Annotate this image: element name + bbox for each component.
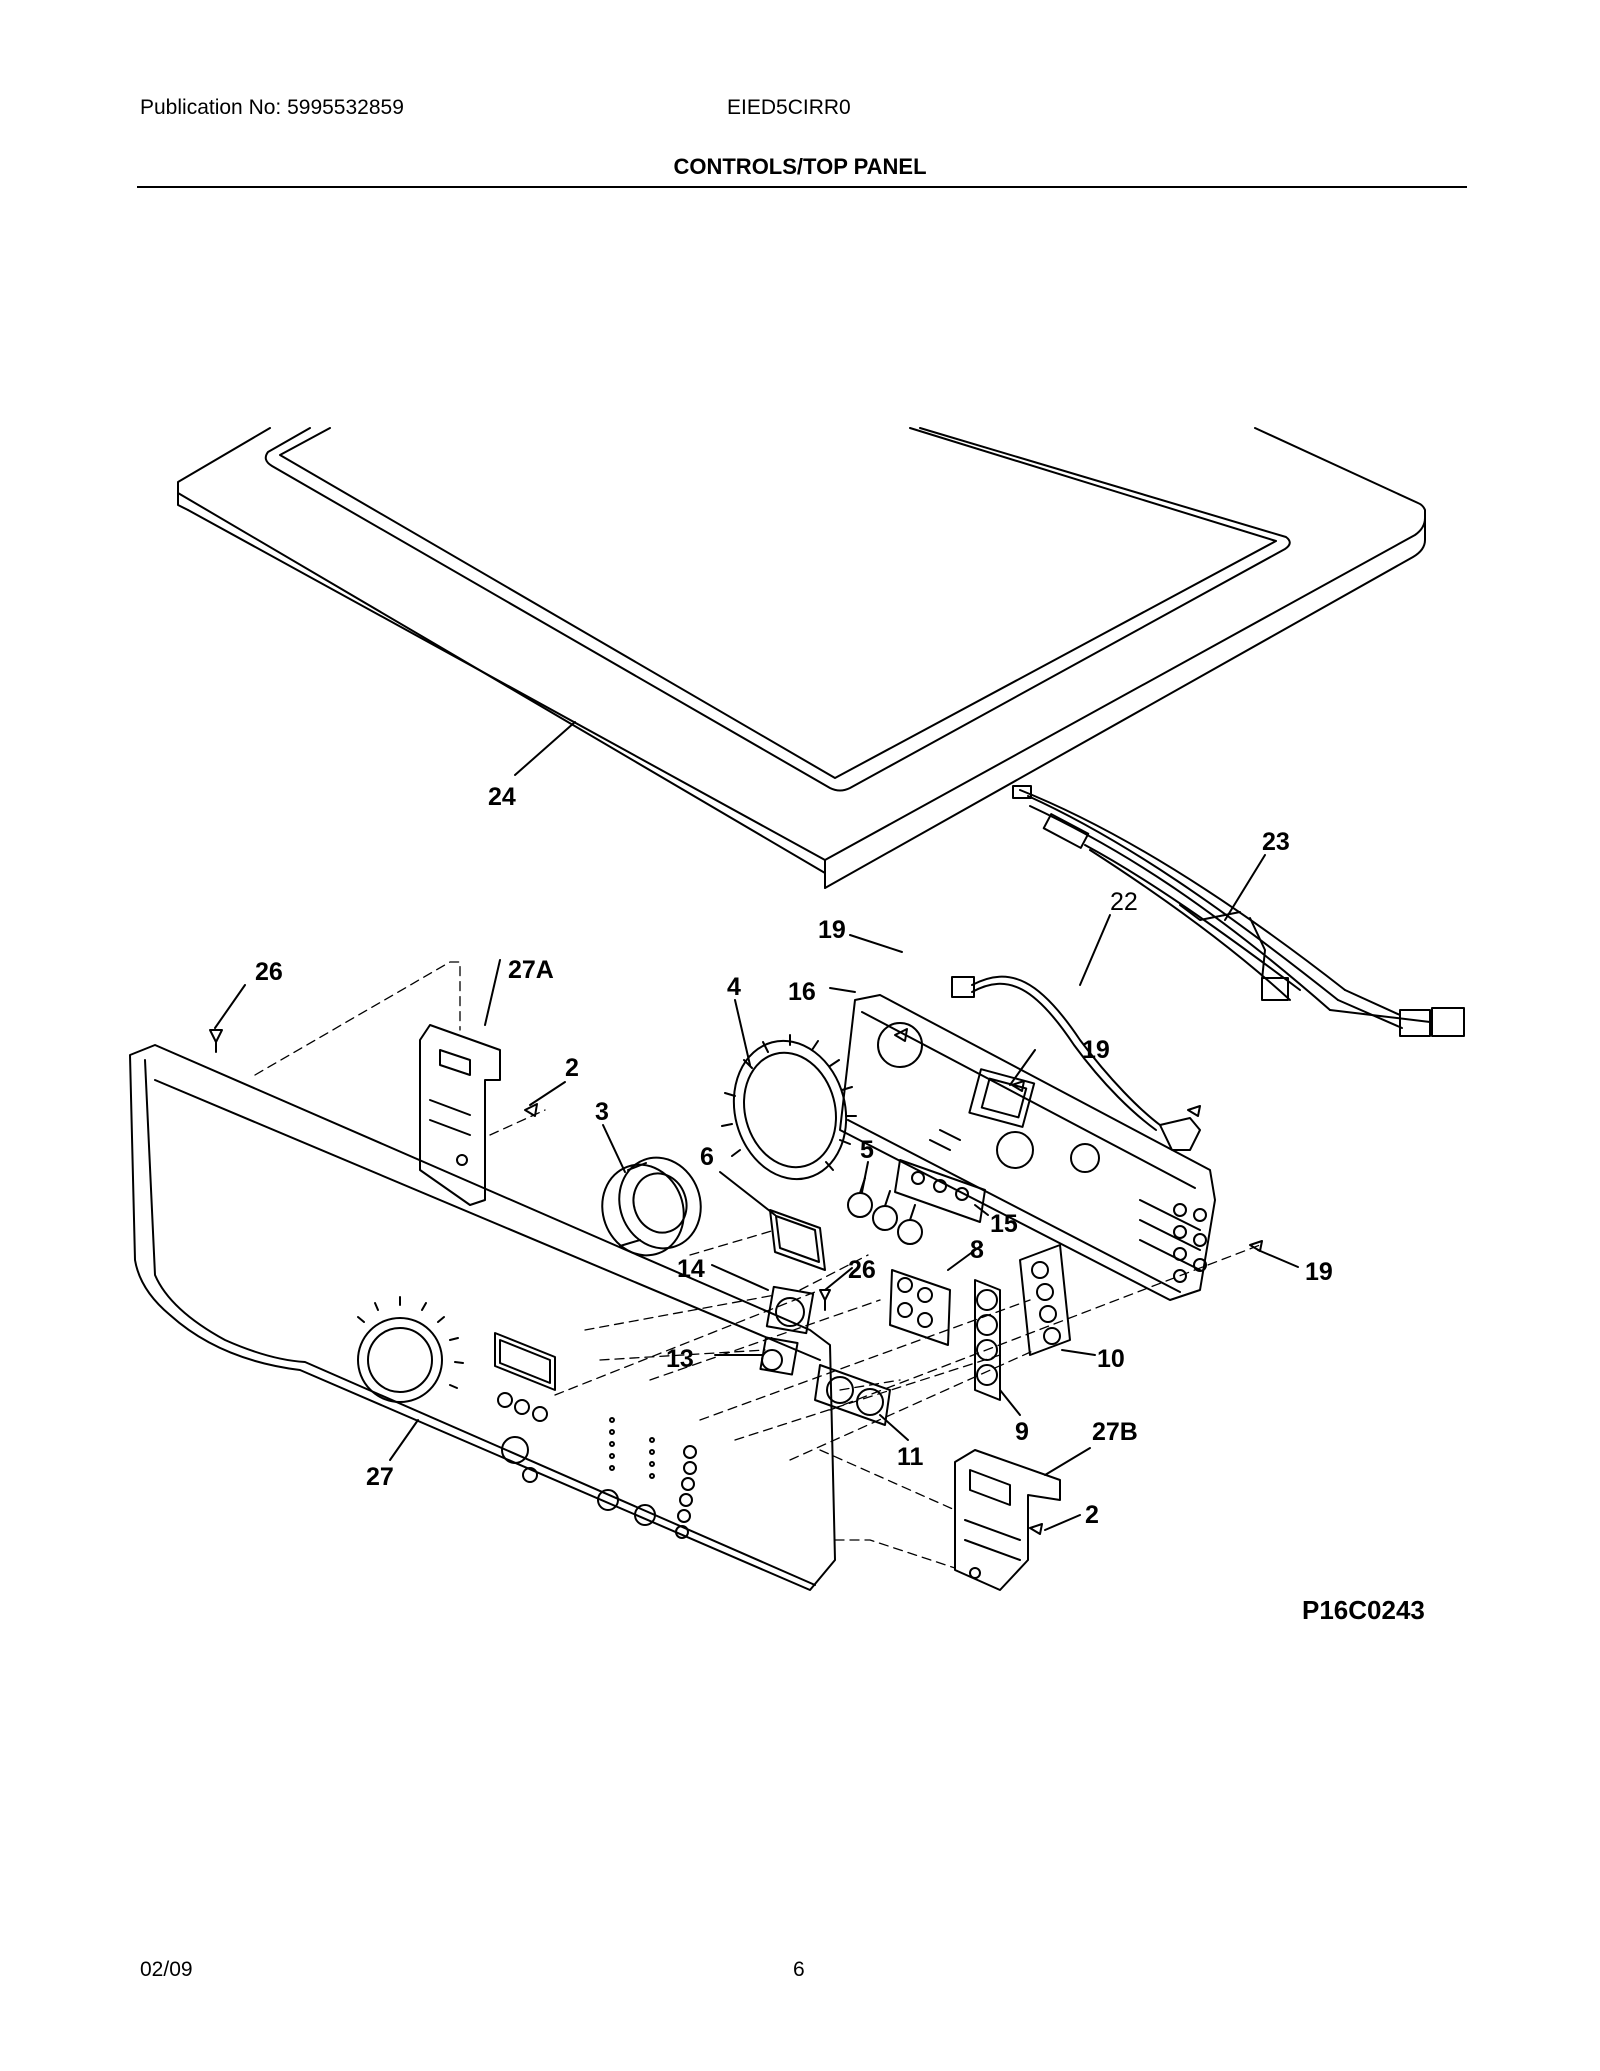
callout-2-bottom: 2 bbox=[1085, 1501, 1099, 1529]
callout-23: 23 bbox=[1262, 828, 1290, 856]
wire-lead bbox=[951, 975, 1201, 1151]
callout-10: 10 bbox=[1097, 1345, 1125, 1373]
callout-labels: 24 23 22 19 16 26 27A 19 4 2 3 6 5 15 8 … bbox=[255, 783, 1333, 1529]
callout-26-left: 26 bbox=[255, 958, 283, 986]
bracket-27a bbox=[419, 1024, 501, 1206]
assembly-lines bbox=[254, 961, 1261, 1569]
callout-24: 24 bbox=[488, 783, 516, 811]
callout-15: 15 bbox=[990, 1210, 1018, 1238]
page-title: CONTROLS/TOP PANEL bbox=[673, 154, 927, 179]
control-board bbox=[839, 994, 1216, 1301]
switch-part-13 bbox=[759, 1336, 799, 1376]
bracket-27b bbox=[954, 1449, 1061, 1591]
button-strip bbox=[894, 1159, 986, 1223]
callout-4: 4 bbox=[727, 973, 741, 1001]
callout-27a: 27A bbox=[508, 956, 554, 984]
callout-19-right: 19 bbox=[1305, 1258, 1333, 1286]
display-lens bbox=[769, 1209, 826, 1271]
button-panel bbox=[1019, 1244, 1071, 1356]
footer-date: 02/09 bbox=[140, 1958, 193, 1981]
callout-16: 16 bbox=[788, 978, 816, 1006]
button-part-8 bbox=[889, 1269, 951, 1346]
publication-number: Publication No: 5995532859 bbox=[140, 96, 404, 119]
callout-19-mid: 19 bbox=[1082, 1036, 1110, 1064]
callout-14: 14 bbox=[677, 1255, 705, 1283]
top-panel bbox=[177, 427, 1426, 889]
callout-3: 3 bbox=[595, 1098, 609, 1126]
callout-27: 27 bbox=[366, 1463, 394, 1491]
button-pair bbox=[814, 1364, 891, 1426]
wire-harness bbox=[1012, 785, 1465, 1037]
callout-8: 8 bbox=[970, 1236, 984, 1264]
callout-22: 22 bbox=[1110, 888, 1138, 916]
leader-lines bbox=[214, 721, 1299, 1531]
switch-part-14 bbox=[765, 1285, 815, 1335]
button-column bbox=[974, 1279, 1001, 1401]
callout-13: 13 bbox=[666, 1345, 694, 1373]
page-number: 6 bbox=[793, 1958, 805, 1981]
header-rule bbox=[137, 186, 1467, 188]
screws bbox=[209, 1028, 1263, 1535]
callout-27b: 27B bbox=[1092, 1418, 1138, 1446]
control-console bbox=[129, 1044, 836, 1591]
callout-5: 5 bbox=[860, 1136, 874, 1164]
callout-26-mid: 26 bbox=[848, 1256, 876, 1284]
button-part-5 bbox=[847, 1177, 923, 1245]
knob bbox=[601, 1156, 702, 1257]
figure-code: P16C0243 bbox=[1302, 1595, 1425, 1625]
callout-2-top: 2 bbox=[565, 1054, 579, 1082]
callout-9: 9 bbox=[1015, 1418, 1029, 1446]
model-number: EIED5CIRR0 bbox=[727, 96, 851, 119]
knob-ring bbox=[721, 1034, 857, 1181]
callout-6: 6 bbox=[700, 1143, 714, 1171]
callout-19-top: 19 bbox=[818, 916, 846, 944]
callout-11: 11 bbox=[897, 1443, 924, 1471]
